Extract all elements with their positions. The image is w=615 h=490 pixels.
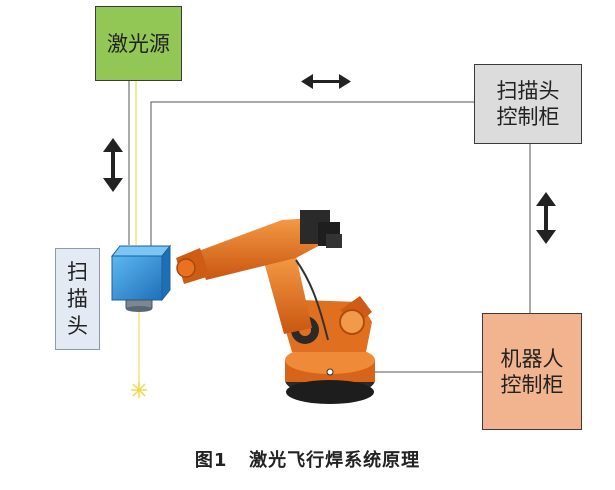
double-arrow-vertical-icon bbox=[103, 138, 123, 192]
robot-controller-label: 机器人 控制柜 bbox=[500, 346, 564, 397]
double-arrow-horizontal-icon bbox=[301, 74, 351, 89]
scan-head-label-box: 扫描头 bbox=[55, 248, 100, 350]
figure-caption: 图1 激光飞行焊系统原理 bbox=[0, 446, 615, 472]
laser-spark-icon bbox=[131, 382, 147, 398]
double-arrow-vertical-icon bbox=[536, 192, 556, 244]
scanhead-to-scanner-controller-line bbox=[150, 101, 474, 248]
laser-source-box: 激光源 bbox=[95, 6, 182, 81]
robot-controller-box: 机器人 控制柜 bbox=[482, 313, 582, 430]
scan-head-device bbox=[110, 244, 172, 312]
figure-number: 图1 bbox=[194, 450, 228, 471]
industrial-robot bbox=[176, 210, 375, 404]
figure-title: 激光飞行焊系统原理 bbox=[249, 450, 421, 471]
laser-source-label: 激光源 bbox=[107, 31, 170, 56]
scanner-controller-box: 扫描头 控制柜 bbox=[474, 64, 582, 144]
scanner-controller-label: 扫描头 控制柜 bbox=[496, 79, 560, 129]
scan-head-label: 扫描头 bbox=[67, 259, 88, 338]
